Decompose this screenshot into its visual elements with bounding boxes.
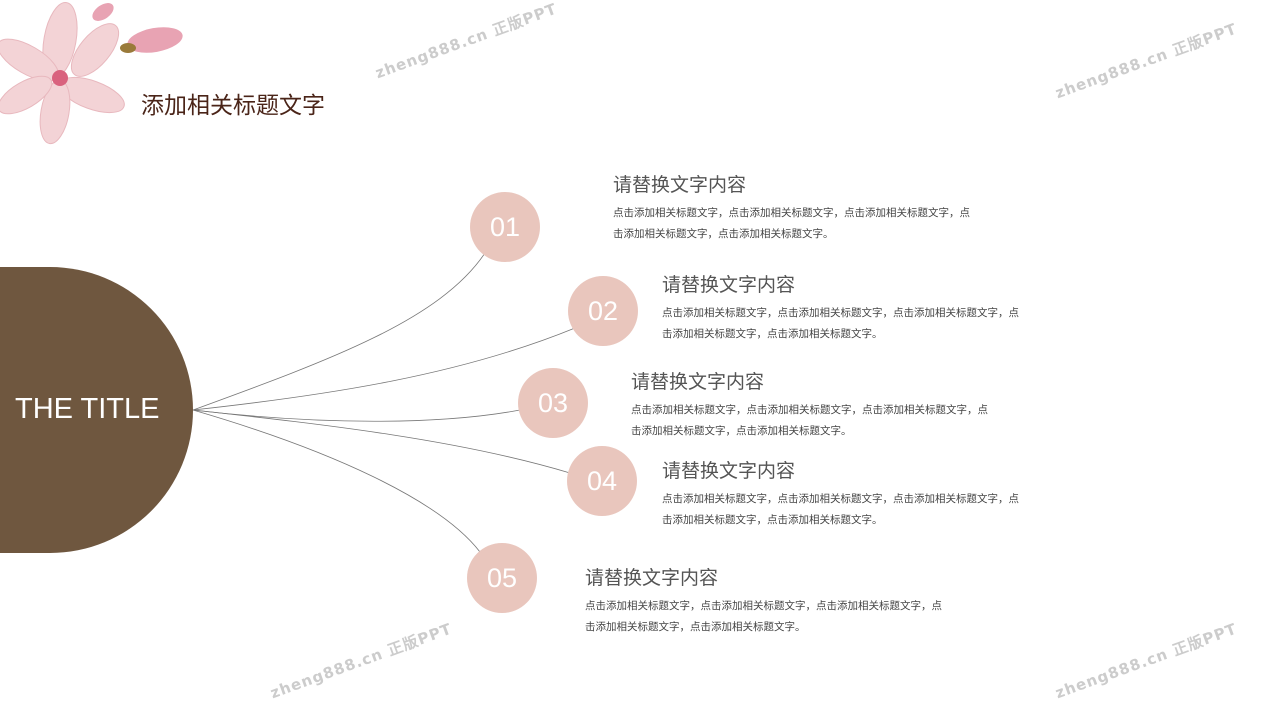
item-03: 请替换文字内容 点击添加相关标题文字，点击添加相关标题文字，点击添加相关标题文字…	[631, 367, 991, 442]
item-05: 请替换文字内容 点击添加相关标题文字，点击添加相关标题文字，点击添加相关标题文字…	[585, 563, 945, 638]
page-title: 添加相关标题文字	[141, 93, 325, 119]
connector-line-04	[192, 409, 571, 474]
item-title: 请替换文字内容	[662, 274, 796, 296]
connector-line-01	[192, 252, 486, 411]
item-desc: 点击添加相关标题文字，点击添加相关标题文字，点击添加相关标题文字，点击添加相关标…	[585, 600, 942, 633]
number-circle-01: 01	[470, 192, 540, 262]
number-circle-02: 02	[568, 276, 638, 346]
item-desc: 点击添加相关标题文字，点击添加相关标题文字，点击添加相关标题文字，点击添加相关标…	[662, 307, 1019, 340]
connector-line-02	[192, 327, 576, 411]
item-title: 请替换文字内容	[662, 460, 796, 482]
connector-line-05	[192, 409, 481, 553]
connector-line-03	[192, 409, 521, 422]
item-desc: 点击添加相关标题文字，点击添加相关标题文字，点击添加相关标题文字，点击添加相关标…	[631, 404, 988, 437]
number-circle-05: 05	[467, 543, 537, 613]
number-circle-04: 04	[567, 446, 637, 516]
item-04: 请替换文字内容 点击添加相关标题文字，点击添加相关标题文字，点击添加相关标题文字…	[662, 456, 1022, 531]
item-title: 请替换文字内容	[585, 567, 719, 589]
number-circle-03: 03	[518, 368, 588, 438]
item-title: 请替换文字内容	[613, 174, 747, 196]
center-title: THE TITLE	[15, 393, 160, 425]
item-title: 请替换文字内容	[631, 371, 765, 393]
magnolia-flower-image	[0, 1, 183, 145]
item-desc: 点击添加相关标题文字，点击添加相关标题文字，点击添加相关标题文字，点击添加相关标…	[613, 207, 970, 240]
item-desc: 点击添加相关标题文字，点击添加相关标题文字，点击添加相关标题文字，点击添加相关标…	[662, 493, 1019, 526]
item-01: 请替换文字内容 点击添加相关标题文字，点击添加相关标题文字，点击添加相关标题文字…	[613, 170, 973, 245]
item-02: 请替换文字内容 点击添加相关标题文字，点击添加相关标题文字，点击添加相关标题文字…	[662, 270, 1022, 345]
